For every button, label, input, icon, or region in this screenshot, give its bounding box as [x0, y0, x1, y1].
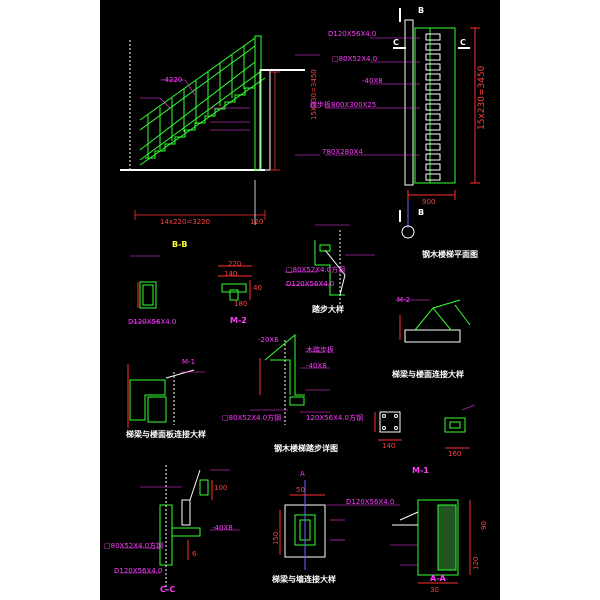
plan-dim-width: 900: [422, 198, 436, 206]
dim-vertical-section: 15X230=3450: [310, 69, 318, 120]
wall-dim-50: 50: [296, 486, 305, 494]
detail-m2: [218, 265, 252, 301]
plan-label-3: -40X8: [362, 77, 383, 85]
plan-section-b-bottom: B: [418, 208, 425, 217]
detail-tread: [250, 333, 330, 425]
plan-section-c-left: C: [393, 38, 399, 47]
section-bb-title: B-B: [172, 240, 188, 249]
cc-label-d80: □80X52X4.0方钢: [104, 542, 164, 550]
m1-dim-140: 140: [382, 442, 396, 450]
detail-m1: [374, 404, 476, 449]
cc-dim-6: 6: [192, 550, 197, 558]
drawing-sheet: 15X230=3450 14x220=3220 120 -4220 B-B B …: [100, 0, 500, 600]
cc-title: C-C: [160, 585, 176, 594]
step-label-d120: D120X56X4.0: [286, 280, 335, 288]
aa-dim-90: 90: [480, 521, 488, 530]
tread-label-40: -40X8: [306, 362, 327, 370]
detail-beam-floor: [395, 299, 471, 343]
beam-floor-tag: M-2: [397, 296, 411, 304]
wall-left-tag: M-1: [182, 358, 196, 366]
plan-label-4: 踏步板800X300X25: [310, 101, 377, 109]
wall-label-d120: D120X56X4.0: [346, 498, 395, 506]
dim-horizontal-section: 14x220=3220: [160, 218, 211, 226]
stair-plan: [325, 8, 480, 239]
cc-dim-100: 100: [214, 484, 228, 492]
tread-label-d80: □80X52X4.0方钢: [222, 414, 282, 422]
aa-title: A-A: [430, 574, 446, 583]
m2-dim-180: 180: [234, 300, 248, 308]
detail-stair-wall: [279, 480, 400, 570]
m1-title: M-1: [412, 466, 429, 475]
stair-section-elevation: [120, 35, 305, 171]
beam-joint-title: 梯梁与楼面连接大样: [392, 370, 464, 379]
stair-section-dimensions: [134, 71, 280, 225]
aa-dim-30: 30: [430, 586, 439, 594]
stair-section-leaders: [140, 54, 320, 156]
tread-label-120: 120X56X4.0方钢: [306, 414, 363, 422]
cc-label-40: -40X8: [212, 524, 233, 532]
tread-label-20: -20X6: [258, 336, 279, 344]
m2-dim-40: 40: [253, 284, 262, 292]
detail-stair-wall-left: [127, 364, 205, 428]
plan-section-c-right: C: [460, 38, 466, 47]
plan-dim-height: 15x230=3450: [477, 65, 487, 130]
bb-box-label: D120X56X4.0: [128, 318, 177, 326]
step-label-d80: □80X52X4.0方钢: [286, 266, 346, 274]
wall-tag-a: A: [300, 470, 305, 478]
m1-dim-160: 160: [448, 450, 462, 458]
step-detail-title: 踏步大样: [312, 305, 344, 314]
aa-dim-120: 120: [472, 556, 480, 570]
beam-floor-title: 梯梁与楼面板连接大样: [126, 430, 206, 439]
wall-dim-150: 150: [272, 531, 280, 545]
cad-drawing: [120, 8, 480, 590]
detail-bb-box: [130, 255, 160, 323]
m2-dim-220: 220: [228, 260, 242, 268]
cc-label-d120: D120X56X4.0: [114, 567, 163, 575]
tread-detail-title: 钢木楼梯踏步详图: [274, 444, 338, 453]
plan-title: 钢木楼梯平面图: [422, 250, 478, 259]
plan-label-1: D120X56X4.0: [328, 30, 377, 38]
dim-side-section: 120: [250, 218, 264, 226]
m2-title: M-2: [230, 316, 247, 325]
plan-label-5: 780X280X4: [322, 148, 363, 156]
plan-section-b-top: B: [418, 6, 425, 15]
plan-label-2: □80X52X4.0: [332, 55, 378, 63]
detail-aa: [390, 499, 471, 584]
stair-wall-title: 梯梁与墙连接大样: [272, 575, 336, 584]
detail-cc: [120, 465, 240, 590]
dim-left-section: -4220: [162, 76, 183, 84]
tread-label-wood: 木踏步板: [306, 346, 334, 354]
detail-step: [285, 224, 375, 305]
m2-dim-140: 140: [224, 270, 238, 278]
